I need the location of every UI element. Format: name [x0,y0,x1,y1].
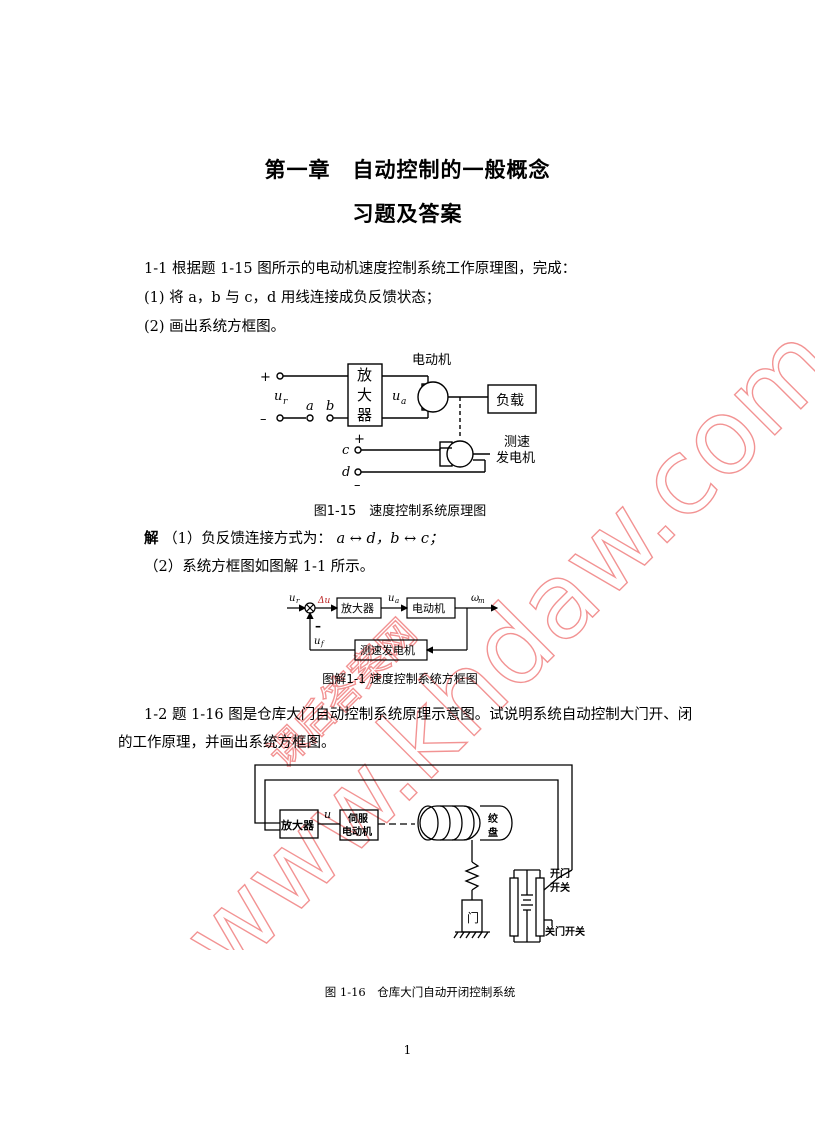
tach-label-2: 发电机 [496,450,535,466]
answer-1: 解 （1）负反馈连接方式为： a ↔ d，b ↔ c； [144,528,744,550]
bd-ua: u [388,593,394,604]
bd-ua-sub: a [395,597,399,605]
label-a: a [306,399,314,414]
fig16-servo-1: 伺服 [347,812,369,825]
plus-sign: + [260,370,271,385]
bd-amp: 放大器 [341,601,374,615]
problem-1-1-item-1: (1) 将 a，b 与 c，d 用线连接成负反馈状态； [144,290,441,306]
ua-sub: a [401,397,406,407]
minus-sign-2: – [354,478,361,493]
load-label: 负载 [496,393,524,409]
bd-wm: ω [471,593,479,604]
fig16-door: 门 [467,910,479,925]
minus-sign: – [260,412,267,427]
fig16-close: 关门开关 [545,925,585,938]
bd-uf: u [314,636,320,647]
answer-2: （2）系统方框图如图解 1-1 所示。 [144,559,375,575]
tach-label-1: 测速 [504,435,530,450]
block-diagram-1-1: u r Δu 放大器 u a 电动机 ω m – u f 测速发电机 [287,593,499,661]
plus-sign-2: + [354,432,365,447]
amp-char-2: 大 [357,386,372,404]
motor-label: 电动机 [412,353,451,368]
problem-1-2-line-2: 的工作原理，并画出系统方框图。 [118,735,336,751]
figure-1-15-caption: 图1-15 速度控制系统原理图 [313,504,487,519]
fig16-drum-1: 绞 [488,812,498,825]
amp-char-3: 器 [357,406,372,424]
ua-label: u [392,389,400,404]
problem-1-1-item-2: (2) 画出系统方框图。 [144,319,286,335]
ur-label: u [274,389,282,404]
ur-sub: r [283,397,288,407]
figure-1-15: + – u r a b 放 大 器 u a 电动机 负载 + c d – 测速 … [260,353,537,493]
bd-tach: 测速发电机 [360,643,415,657]
problem-1-2-line-1: 1-2 题 1-16 图是仓库大门自动控制系统原理示意图。试说明系统自动控制大门… [144,707,693,723]
label-d: d [342,465,350,480]
label-c: c [342,443,350,458]
figure-1-16-caption: 图 1-16 仓库大门自动开闭控制系统 [324,985,516,999]
block-diagram-caption: 图解1-1 速度控制系统方框图 [322,672,478,686]
fig16-open-2: 开关 [550,881,570,894]
fig16-drum-2: 盘 [488,826,498,839]
bd-uf-sub: f [320,640,325,648]
bd-motor: 电动机 [412,601,445,615]
figure-1-16: 放大器 u 伺服 电动机 绞 盘 门 开门 开关 关门开关 [254,764,585,943]
bd-ur: u [289,593,295,604]
answer-prefix: 解 [144,531,159,547]
amp-char-1: 放 [357,366,372,384]
chapter-title: 第一章 自动控制的一般概念 [264,158,551,182]
fig16-servo-2: 电动机 [342,825,372,838]
bd-minus: – [315,619,321,633]
page-number: 1 [403,1043,412,1057]
fig16-u: u [324,808,331,821]
bd-ur-sub: r [296,597,300,605]
answer-1-math: a ↔ d，b ↔ c； [336,531,444,547]
label-b: b [326,399,334,414]
problem-1-1-prompt: 1-1 根据题 1-15 图所示的电动机速度控制系统工作原理图，完成： [144,261,577,277]
fig16-open-1: 开门 [550,867,570,880]
subtitle: 习题及答案 [352,202,463,226]
bd-du: Δu [317,596,330,606]
answer-1-text: （1）负反馈连接方式为： [163,531,332,547]
bd-wm-sub: m [478,597,485,605]
fig16-amp: 放大器 [280,818,315,832]
